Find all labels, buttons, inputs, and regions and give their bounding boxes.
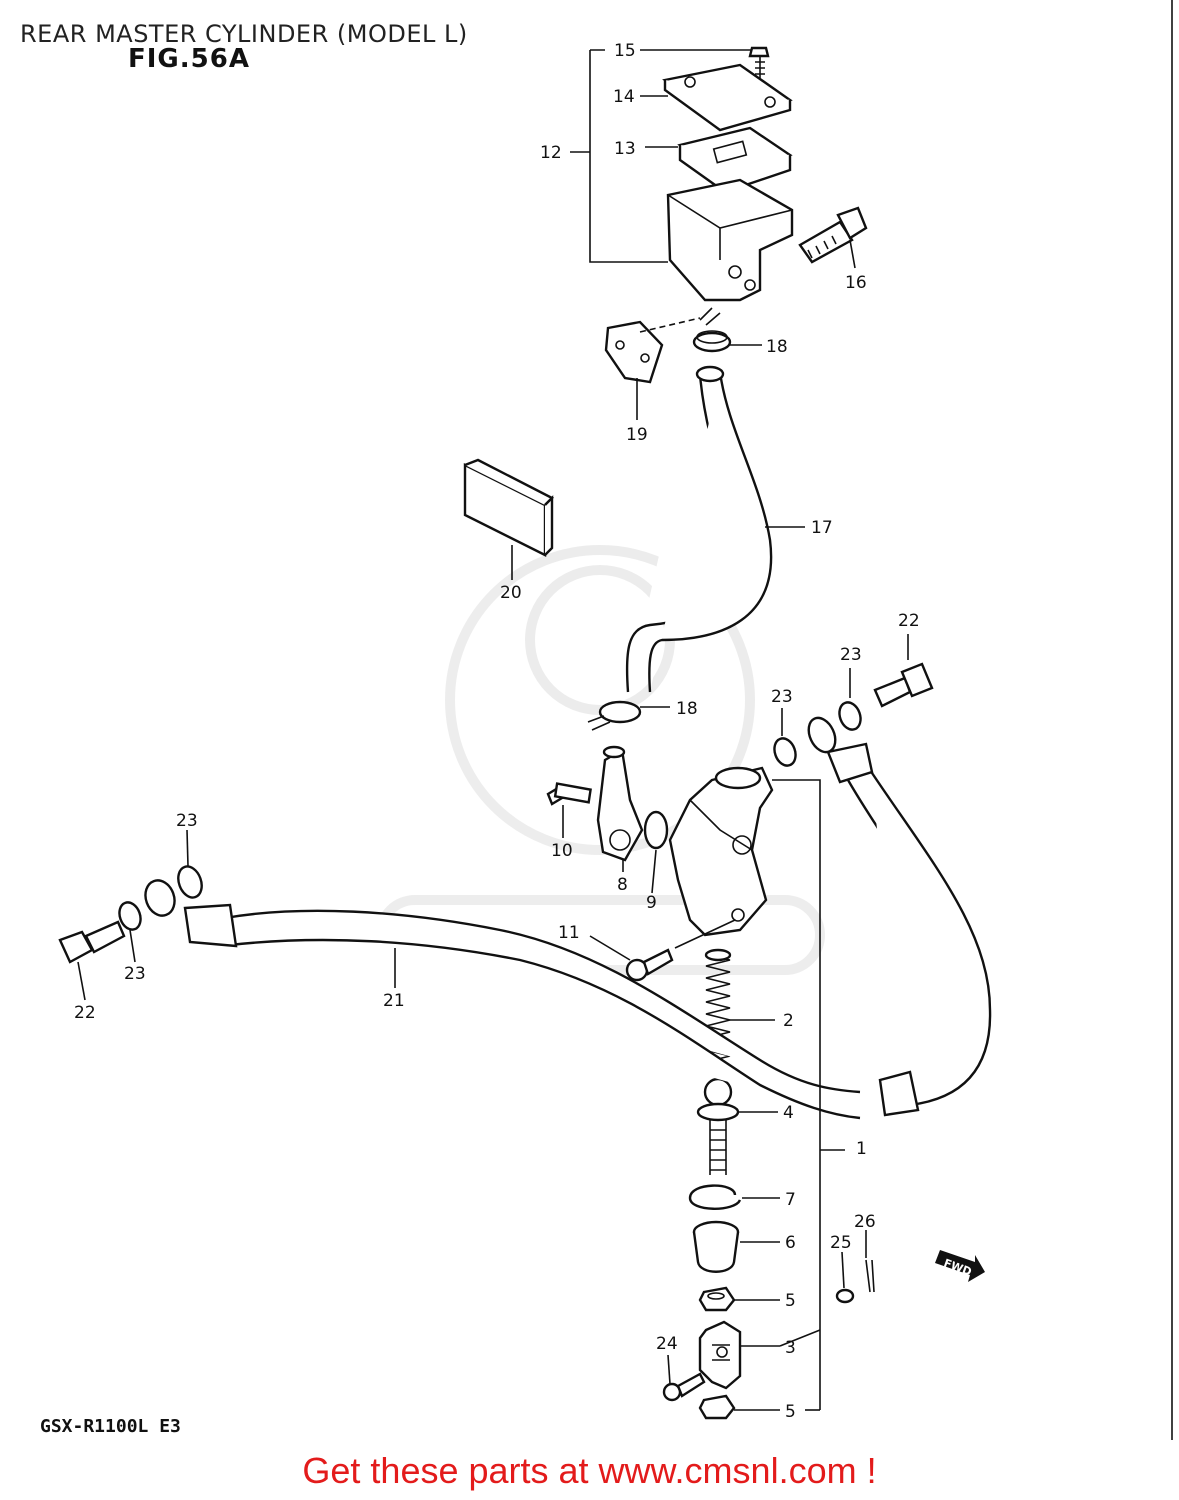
pin-24	[662, 1372, 706, 1402]
screw-11	[625, 948, 674, 982]
part-label-4: 4	[783, 1103, 794, 1123]
part-label-3: 3	[785, 1338, 796, 1358]
part-label-15: 15	[614, 41, 636, 61]
nut-5-lower	[698, 1394, 736, 1420]
hose-union-8	[596, 745, 644, 862]
brake-hose-right	[807, 716, 992, 1117]
part-label-2: 2	[783, 1011, 794, 1031]
reservoir-bolt-16	[798, 206, 868, 264]
fwd-arrow-icon: FWD	[935, 1250, 985, 1282]
master-cylinder-body	[668, 766, 774, 937]
hose-clamp-18-upper	[692, 307, 732, 353]
part-label-20: 20	[500, 583, 522, 603]
diaphragm-plate-13	[677, 126, 793, 194]
union-bolt-22-left	[58, 920, 126, 964]
spring-and-piston-2	[704, 948, 732, 1063]
part-label-10: 10	[551, 841, 573, 861]
part-label-25: 25	[830, 1233, 852, 1253]
hose-clamp-18-lower	[587, 700, 642, 731]
gasket-23-right-b	[773, 737, 797, 767]
part-label-7: 7	[785, 1190, 796, 1210]
o-ring-9	[643, 810, 669, 850]
part-label-23-left-a: 23	[176, 811, 198, 831]
part-label-18-lower: 18	[676, 699, 698, 719]
cotter-pin-26	[865, 1259, 875, 1293]
part-label-21: 21	[383, 991, 405, 1011]
part-number-labels: 15 14 13 12 16 18 19 17 20 22 23 18 23 2…	[74, 41, 920, 1422]
clevis-3	[698, 1320, 742, 1390]
part-label-5-upper: 5	[785, 1291, 796, 1311]
model-code: GSX-R1100L E3	[40, 1416, 181, 1437]
part-label-22-left: 22	[74, 1003, 96, 1023]
part-label-11: 11	[558, 923, 580, 943]
reservoir-cap-14	[662, 63, 793, 132]
part-label-22-right: 22	[898, 611, 920, 631]
part-label-24: 24	[656, 1334, 678, 1354]
part-label-9: 9	[646, 893, 657, 913]
gasket-23-left-a	[177, 865, 203, 899]
caution-label-20	[463, 458, 555, 557]
gasket-19	[604, 317, 701, 384]
part-label-5-lower: 5	[785, 1402, 796, 1422]
part-label-8: 8	[617, 875, 628, 895]
part-label-23-right-a: 23	[840, 645, 862, 665]
brake-hose-21	[144, 879, 861, 1120]
bleed-screw-10	[546, 782, 592, 806]
union-bolt-22-right	[873, 662, 934, 708]
washer-25	[835, 1288, 855, 1304]
screw-15	[748, 46, 770, 78]
part-label-12: 12	[540, 143, 562, 163]
gasket-23-left-b	[118, 901, 142, 931]
page-title: REAR MASTER CYLINDER (MODEL L)	[20, 20, 468, 48]
part-label-23-left-b: 23	[124, 964, 146, 984]
part-label-1: 1	[856, 1139, 867, 1159]
part-label-19: 19	[626, 425, 648, 445]
promo-link[interactable]: Get these parts at www.cmsnl.com !	[302, 1450, 877, 1491]
part-label-14: 14	[613, 87, 635, 107]
boot-6	[692, 1220, 740, 1273]
gasket-23-right-a	[838, 701, 862, 731]
nut-5-upper	[698, 1286, 736, 1312]
part-label-16: 16	[845, 273, 867, 293]
part-label-6: 6	[785, 1233, 796, 1253]
reservoir-body	[666, 178, 794, 302]
snap-ring-7	[688, 1184, 742, 1210]
reservoir-hose-17	[625, 365, 773, 693]
part-label-23-right-b: 23	[771, 687, 793, 707]
part-label-13: 13	[614, 139, 636, 159]
leader-lines	[77, 49, 909, 1411]
part-label-17: 17	[811, 518, 833, 538]
part-label-26: 26	[854, 1212, 876, 1232]
figure-label: FIG.56A	[128, 44, 250, 74]
washer-4	[696, 1077, 740, 1175]
part-label-18-upper: 18	[766, 337, 788, 357]
